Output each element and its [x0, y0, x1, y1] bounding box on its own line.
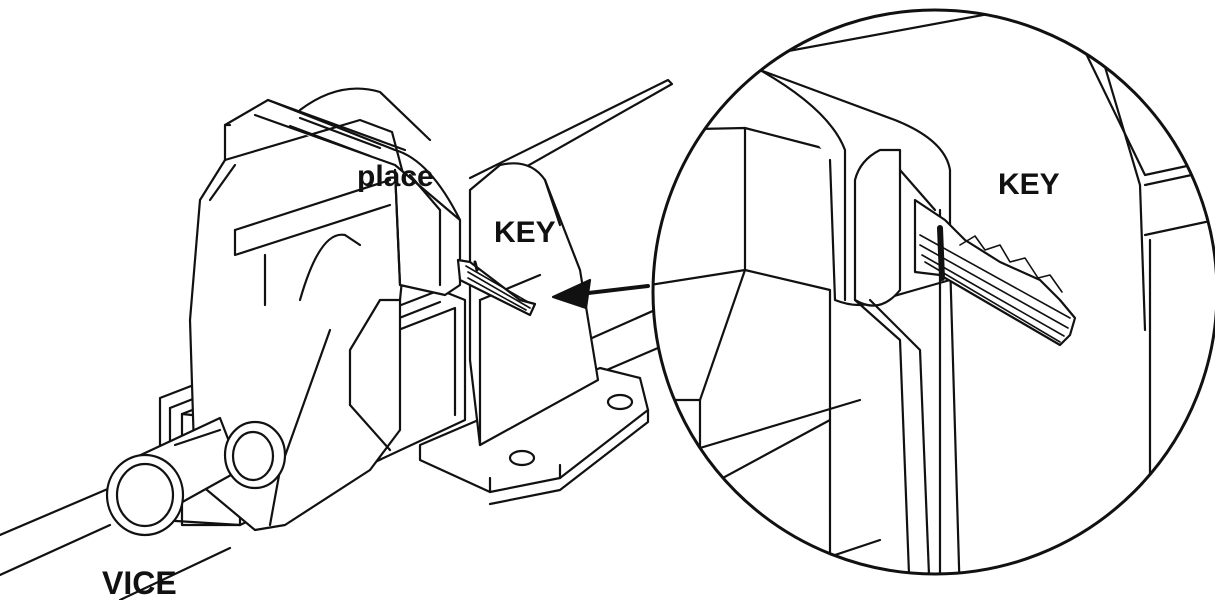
key-label-detail: KEY [998, 168, 1060, 201]
vice-screw-handle [105, 416, 287, 537]
key-detail [913, 198, 1077, 347]
place-label: place [357, 160, 434, 193]
detail-magnifier [651, 8, 1215, 576]
vice-label: VICE [102, 565, 177, 600]
pointer-arrow [551, 278, 650, 310]
vice-base-plate [418, 366, 650, 506]
key-label-main: KEY [494, 216, 556, 249]
clamp-block [253, 98, 462, 297]
key-main [456, 258, 537, 317]
